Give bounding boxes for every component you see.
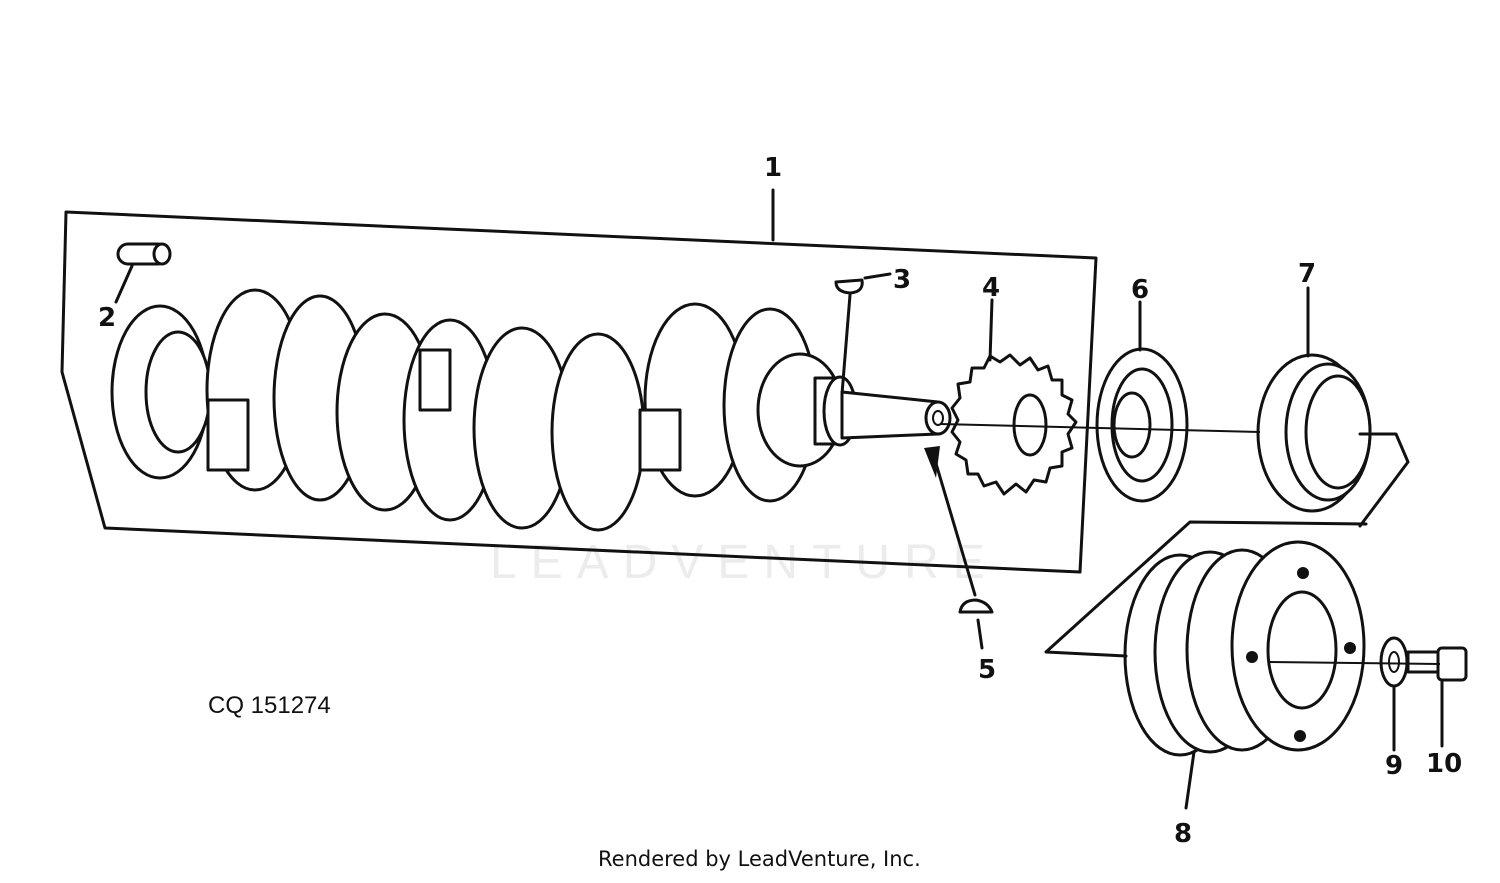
leader-5-arrow bbox=[930, 448, 977, 597]
callout-2: 2 bbox=[98, 303, 116, 333]
leader-2 bbox=[114, 264, 134, 304]
washer[interactable] bbox=[1379, 636, 1409, 688]
leader-4 bbox=[988, 298, 994, 362]
drawing-code: CQ 151274 bbox=[208, 692, 331, 719]
center-line-lower bbox=[1267, 661, 1441, 665]
pulley-bracket bbox=[1044, 520, 1368, 658]
watermark-text: LEADVENTURE bbox=[490, 536, 999, 589]
dowel-pin[interactable] bbox=[116, 242, 172, 266]
crankshaft-pulley[interactable] bbox=[1123, 540, 1366, 757]
callout-9: 9 bbox=[1385, 751, 1403, 781]
callout-1: 1 bbox=[764, 153, 782, 183]
footer-credit: Rendered by LeadVenture, Inc. bbox=[598, 847, 921, 871]
wear-sleeve-bracket bbox=[1358, 432, 1410, 528]
callout-3: 3 bbox=[893, 265, 911, 295]
front-seal[interactable] bbox=[1095, 347, 1189, 503]
callout-4: 4 bbox=[982, 273, 1000, 303]
woodruff-key-5[interactable] bbox=[958, 598, 994, 614]
center-line-upper bbox=[939, 423, 1261, 433]
woodruff-key-3[interactable] bbox=[834, 278, 864, 295]
crankshaft-gear[interactable] bbox=[950, 353, 1078, 496]
callout-8: 8 bbox=[1174, 819, 1192, 849]
crankshaft-assembly-frame bbox=[60, 210, 1098, 574]
callout-7: 7 bbox=[1298, 259, 1316, 289]
wear-sleeve[interactable] bbox=[1256, 353, 1372, 513]
leader-5 bbox=[976, 618, 984, 650]
leader-8 bbox=[1184, 750, 1196, 810]
leader-5-arrowhead bbox=[924, 446, 940, 478]
callout-6: 6 bbox=[1131, 275, 1149, 305]
cap-screw[interactable] bbox=[1406, 646, 1468, 682]
crankshaft[interactable] bbox=[110, 288, 952, 532]
leader-3b bbox=[840, 293, 852, 396]
callout-5: 5 bbox=[978, 655, 996, 685]
leader-3 bbox=[863, 272, 892, 280]
callout-10: 10 bbox=[1426, 749, 1462, 779]
